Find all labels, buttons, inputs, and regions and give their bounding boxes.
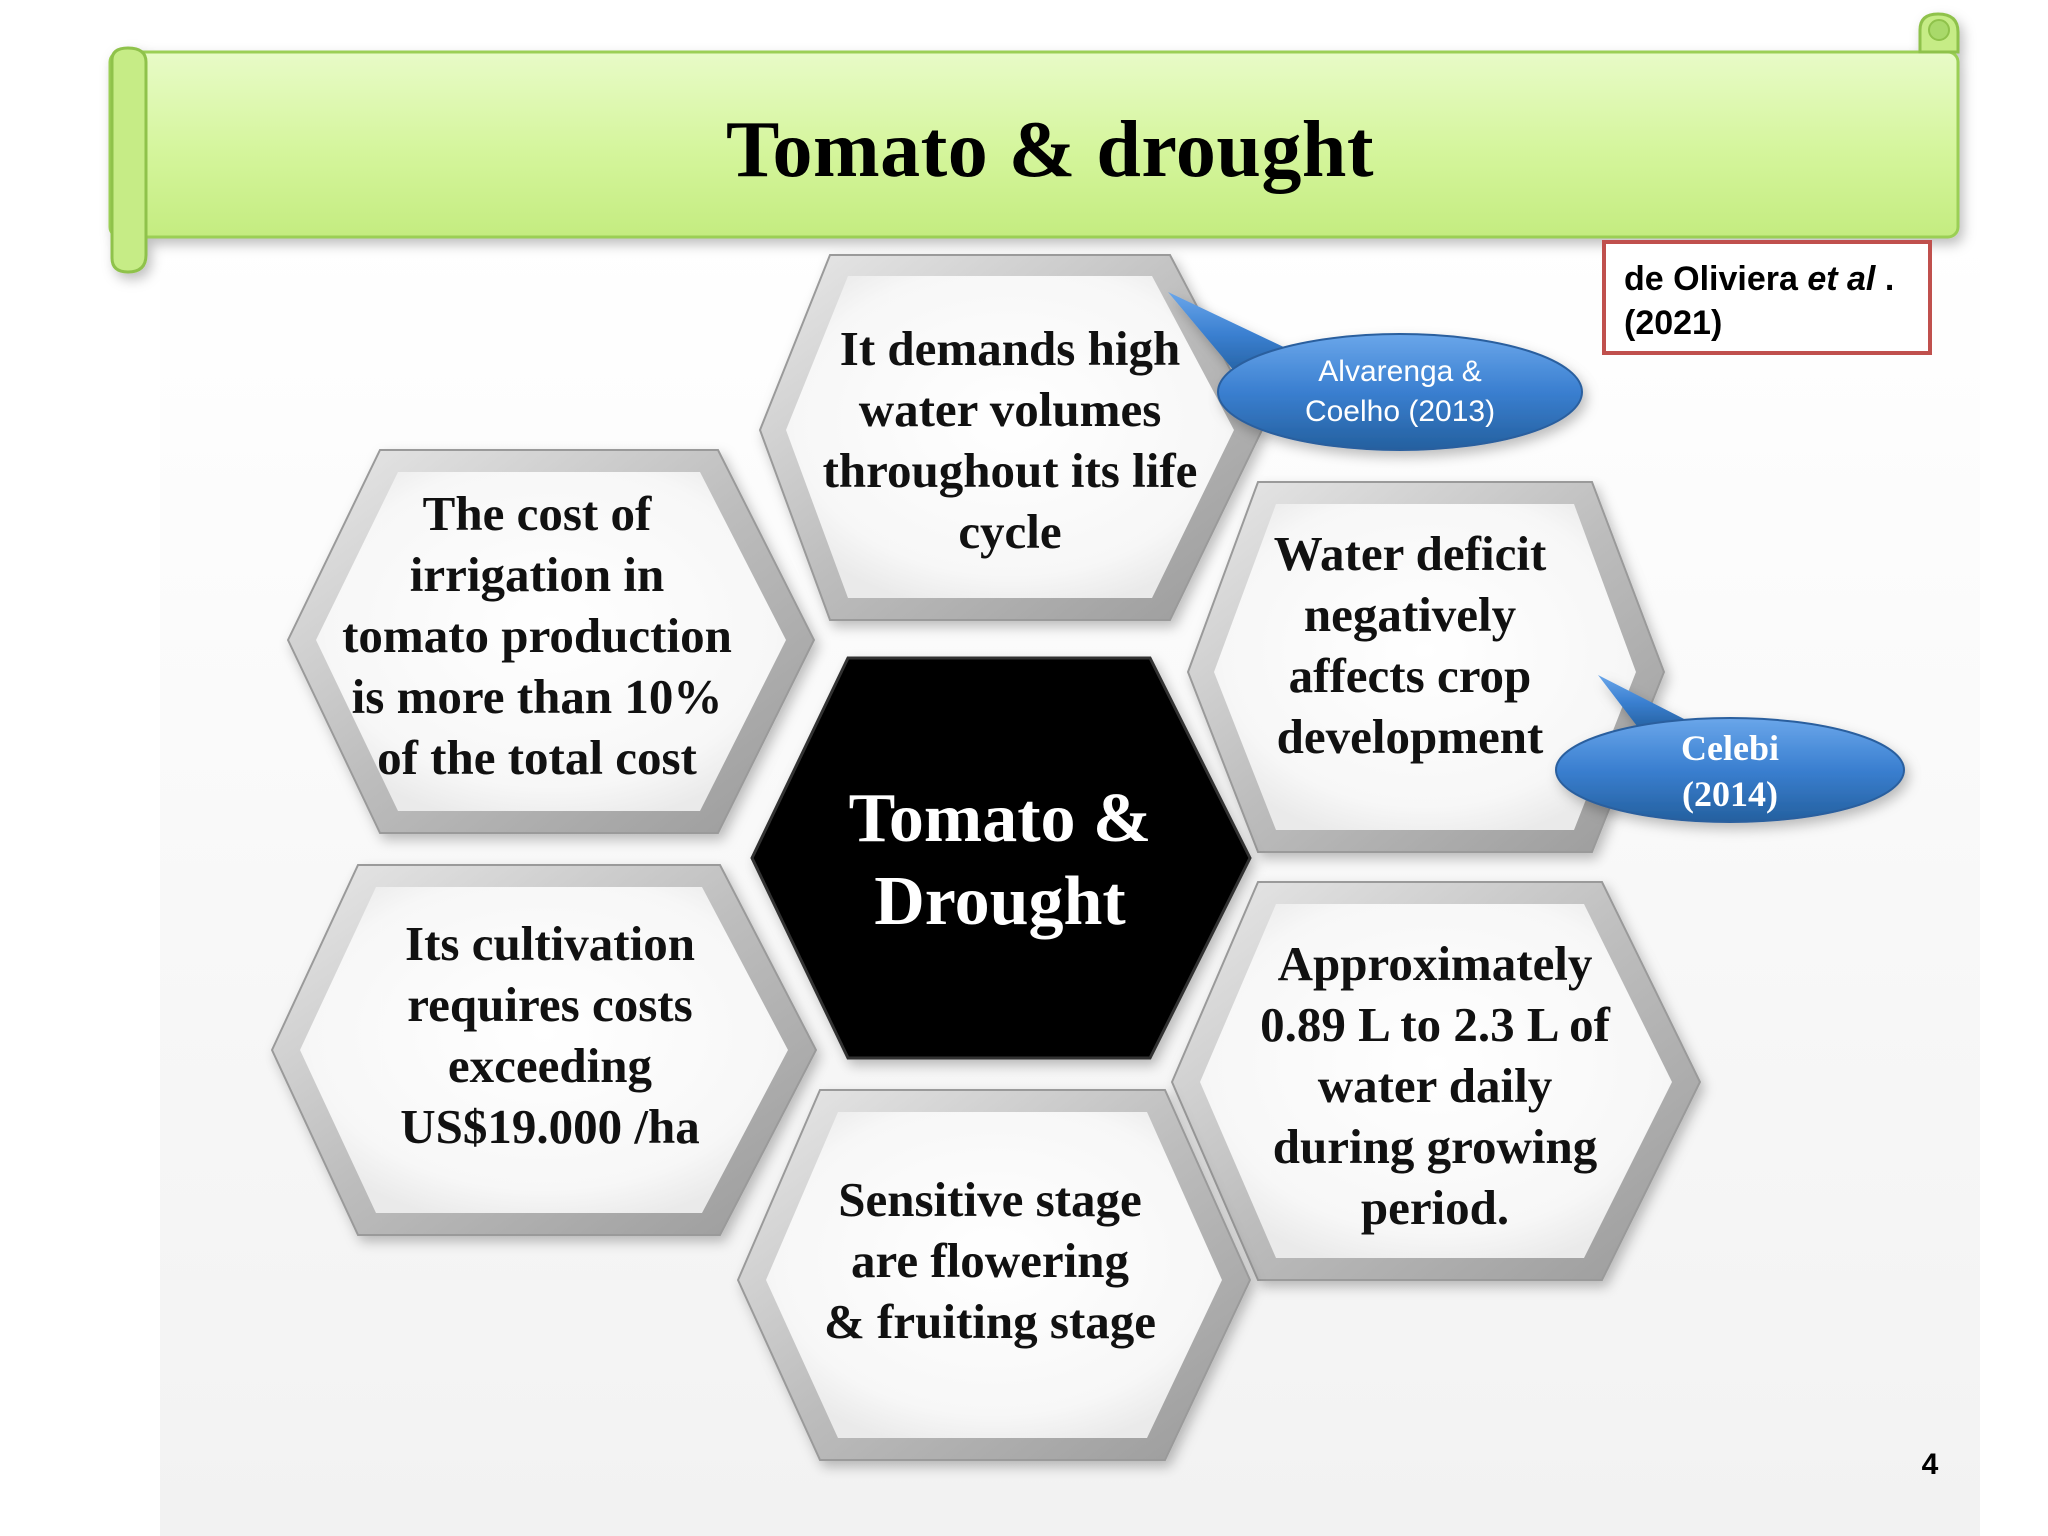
- hex-upper-left-text: The cost of irrigation in tomato product…: [342, 485, 732, 785]
- reference-authors: de Oliviera et al .: [1624, 260, 1895, 298]
- page-number: 4: [1921, 1448, 1939, 1481]
- callout-alvarenga: Alvarenga & Coelho (2013): [1304, 355, 1496, 428]
- hex-lower-right-text: Approximately 0.89 L to 2.3 L of water d…: [1260, 935, 1610, 1235]
- hexagon-top: [758, 254, 1264, 621]
- hex-upper-right-text: Water deficit negatively affects crop de…: [1273, 526, 1547, 764]
- hexagon-bottom: [736, 1089, 1252, 1461]
- hex-lower-left-text: Its cultivation requires costs exceeding…: [400, 916, 700, 1154]
- page-title: Tomato & drought: [725, 105, 1375, 194]
- hexagon-center: [750, 656, 1252, 1060]
- hexagon-lower-left: [270, 864, 818, 1236]
- reference-box: de Oliviera et al . (2021): [1602, 240, 1932, 355]
- hex-top-text: It demands high water volumes throughout…: [822, 321, 1198, 559]
- title-banner: [108, 12, 1960, 274]
- callout-alvarenga-shape: [1168, 292, 1583, 451]
- hexagon-upper-right: [1186, 481, 1666, 853]
- callout-celebi-shape: [1555, 675, 1905, 823]
- hex-bottom-text: Sensitive stage are flowering & fruiting…: [823, 1171, 1157, 1349]
- reference-year: (2021): [1624, 304, 1723, 342]
- hexagon-lower-right: [1170, 881, 1702, 1281]
- hexagon-upper-left: [286, 449, 816, 834]
- hex-center-text: Tomato & Drought: [848, 780, 1152, 940]
- callout-celebi: Celebi (2014): [1681, 728, 1779, 814]
